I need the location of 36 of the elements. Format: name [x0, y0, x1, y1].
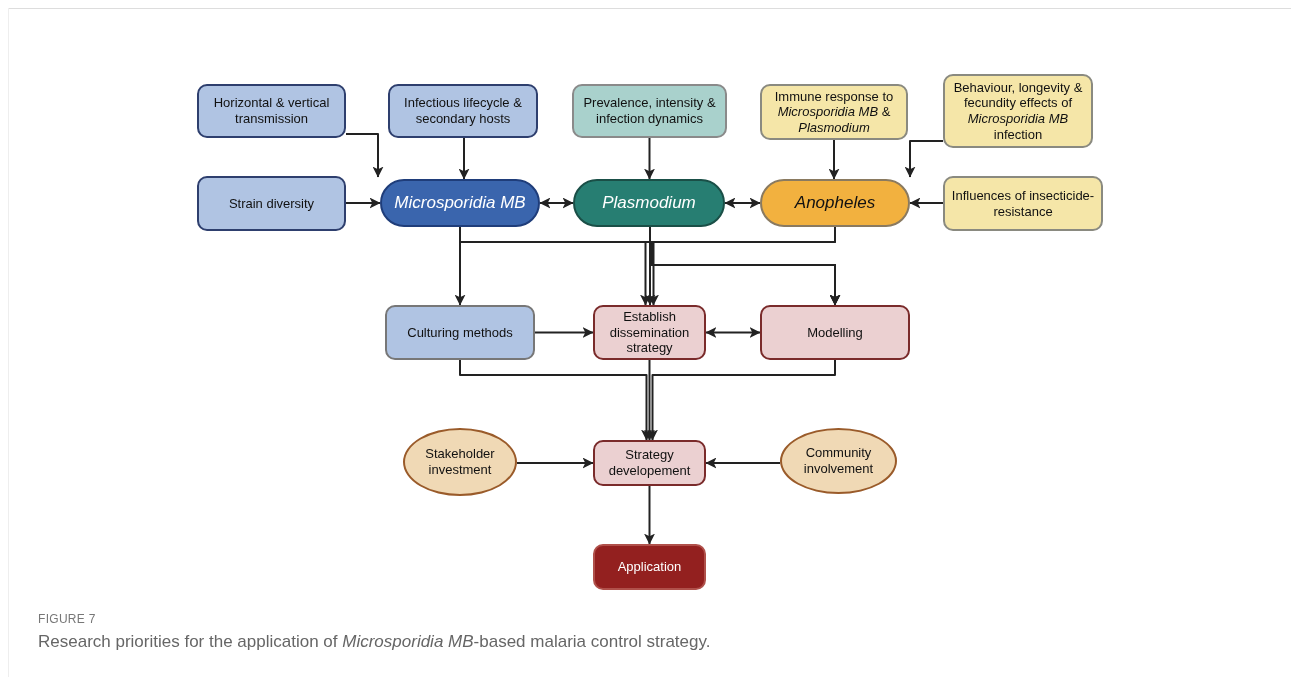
organism-pill: Plasmodium	[573, 179, 725, 227]
stakeholder-ellipse: Stakeholder investment	[403, 428, 517, 496]
process-box: Immune response to Microsporidia MB & Plasmodium	[760, 84, 908, 140]
process-box: Horizontal & vertical transmission	[197, 84, 346, 138]
process-box: Strategy developement	[593, 440, 706, 486]
arrow	[644, 359, 655, 441]
arrow	[705, 457, 781, 469]
arrow	[828, 139, 840, 180]
process-box: Prevalence, intensity & infection dynamics	[572, 84, 727, 138]
arrow	[516, 457, 594, 469]
process-box: Infectious lifecycle & secondary hosts	[388, 84, 538, 138]
figure-number: FIGURE 7	[38, 612, 96, 626]
arrow	[705, 327, 761, 338]
organism-pill: Anopheles	[760, 179, 910, 227]
arrow	[904, 140, 944, 178]
stakeholder-ellipse: Community involvement	[780, 428, 897, 494]
arrow	[459, 359, 652, 441]
arrow	[458, 137, 470, 180]
process-box: Influences of insecticide-resistance	[943, 176, 1103, 231]
process-box: Culturing methods	[385, 305, 535, 360]
arrow	[647, 359, 836, 441]
process-box: Establish dissemination strategy	[593, 305, 706, 360]
arrow	[644, 485, 655, 545]
organism-pill: Microsporidia MB	[380, 179, 540, 227]
process-box: Behaviour, longevity & fecundity effects of Microsporidia MB infection	[943, 74, 1093, 148]
arrow	[345, 133, 384, 178]
process-box: Application	[593, 544, 706, 590]
process-box: Modelling	[760, 305, 910, 360]
figure-caption: Research priorities for the application of Microsporidia MB-based malaria control strategy.	[38, 632, 711, 652]
arrow	[644, 137, 655, 180]
process-box: Strain diversity	[197, 176, 346, 231]
arrow	[724, 197, 761, 209]
arrow	[909, 197, 944, 209]
arrow	[534, 327, 594, 338]
arrow	[345, 197, 381, 209]
arrow	[539, 197, 574, 209]
